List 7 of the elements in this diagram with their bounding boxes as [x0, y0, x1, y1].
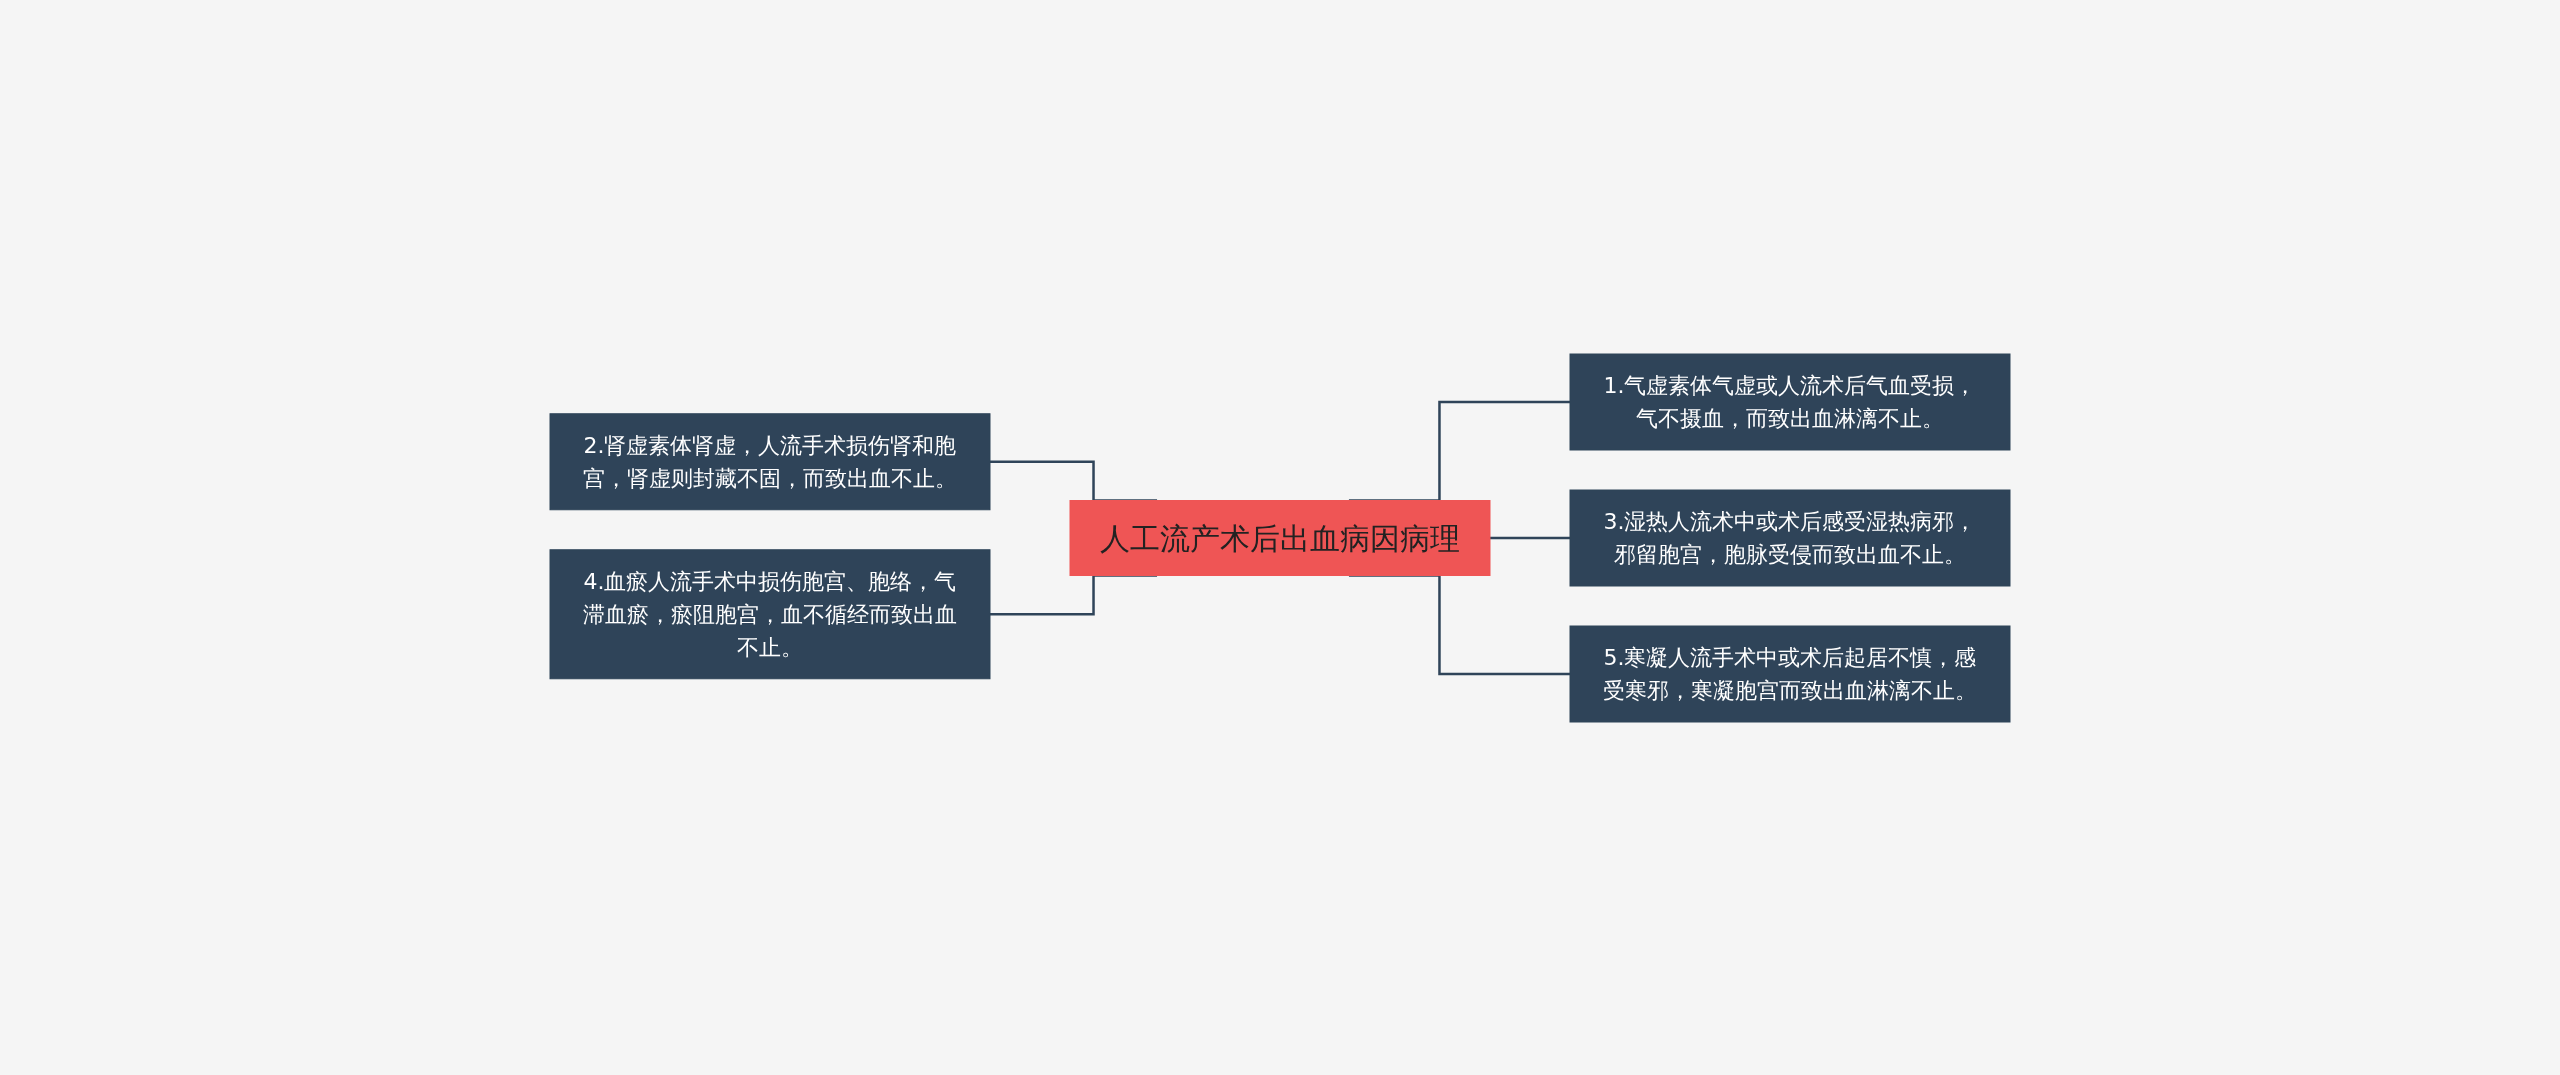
node-box: 1.气虚素体气虚或人流术后气血受损，气不摄血，而致出血淋漓不止。: [1569, 353, 2011, 450]
node-box: 人工流产术后出血病因病理: [1069, 499, 1491, 576]
node-box: 5.寒凝人流手术中或术后起居不慎，感受寒邪，寒凝胞宫而致出血淋漓不止。: [1569, 625, 2011, 722]
connector: [1490, 536, 1570, 539]
node-box: 2.肾虚素体肾虚，人流手术损伤肾和胞宫，肾虚则封藏不固，而致出血不止。: [549, 412, 991, 510]
node-box: 4.血瘀人流手术中损伤胞宫、胞络，气滞血瘀，瘀阻胞宫，血不循经而致出血不止。: [549, 548, 991, 679]
node-box: 3.湿热人流术中或术后感受湿热病邪，邪留胞宫，胞脉受侵而致出血不止。: [1569, 489, 2011, 586]
